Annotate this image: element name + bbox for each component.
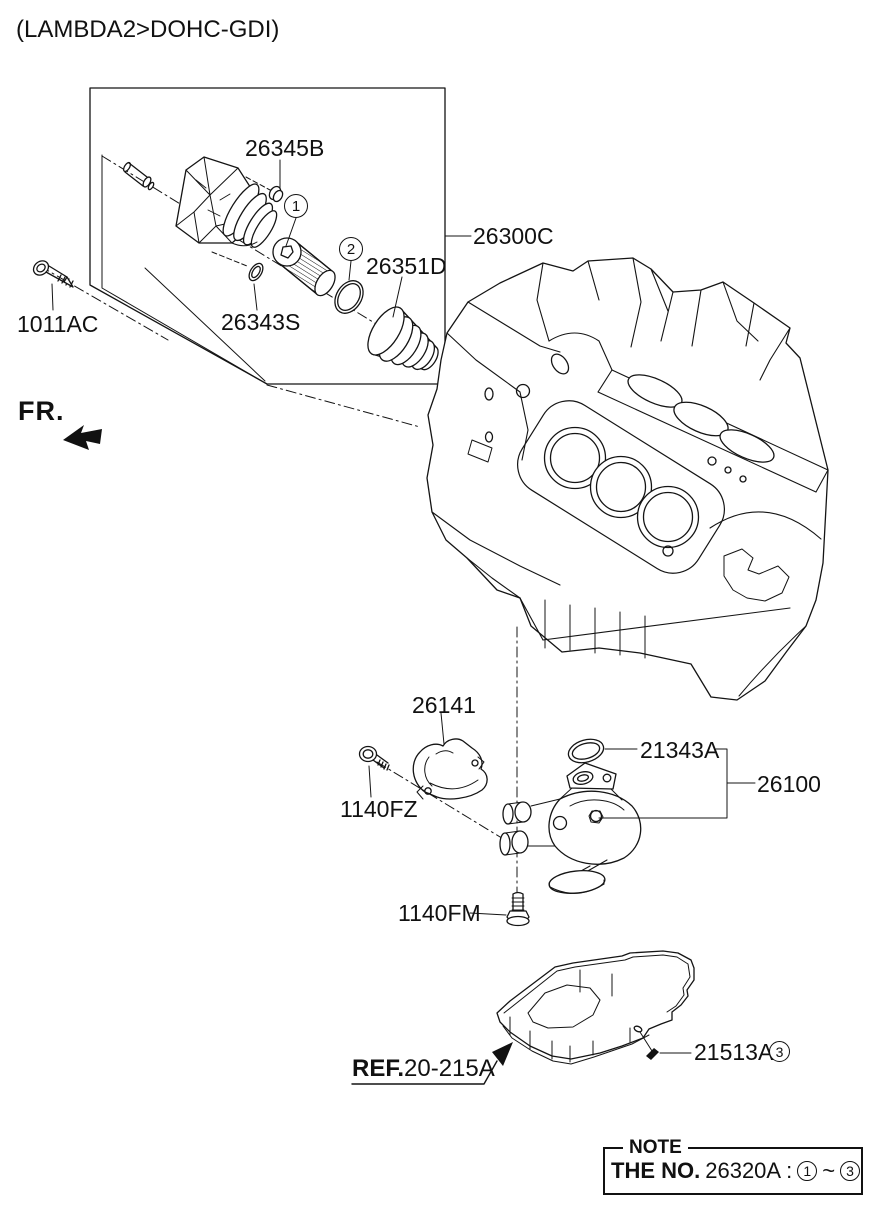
part-label-26141[interactable]: 26141	[412, 692, 476, 718]
note-callout-first: 1	[797, 1161, 818, 1181]
part-label-26300C[interactable]: 26300C	[473, 223, 554, 249]
callout-1-text: 1	[291, 197, 301, 215]
note-part-number[interactable]: 26320A	[705, 1158, 782, 1183]
ref-arrow	[351, 1042, 513, 1085]
note-body: THE NO. 26320A : 1 ~ 3	[611, 1158, 861, 1184]
callout-3-text: 3	[775, 1043, 784, 1060]
part-label-26351D[interactable]: 26351D	[366, 253, 447, 279]
ref-label-bold: REF.	[352, 1055, 405, 1082]
part-label-21513A[interactable]: 21513A	[694, 1039, 774, 1065]
cover-26141-drawing	[412, 738, 488, 800]
oil-pump-26100-drawing	[499, 738, 642, 894]
note-tilde: ~	[822, 1158, 836, 1183]
part-label-26100[interactable]: 26100	[757, 771, 821, 797]
callout-number-2[interactable]: 2	[339, 237, 363, 261]
part-label-1140FZ[interactable]: 1140FZ	[340, 796, 418, 822]
stud-pin-drawing	[122, 161, 155, 191]
filter-housing-drawing	[175, 156, 278, 248]
leader-lines-middle	[368, 712, 756, 916]
note-colon: :	[786, 1158, 793, 1183]
part-label-26345B[interactable]: 26345B	[245, 135, 325, 161]
ref-label-rest: 20-215A	[404, 1055, 495, 1082]
part-label-26343S[interactable]: 26343S	[221, 309, 301, 335]
snap-ring-26343S-drawing	[248, 262, 264, 282]
bolt-1140FM-drawing	[506, 891, 530, 927]
o-ring-drawing	[334, 280, 364, 314]
fr-direction-label: FR.	[18, 396, 65, 426]
note-box: NOTE THE NO. 26320A : 1 ~ 3	[603, 1137, 863, 1195]
filter-cap-26351D-drawing	[367, 306, 439, 371]
nut-26345B-drawing	[268, 185, 284, 203]
ref-label[interactable]: REF.20-215A	[352, 1056, 495, 1081]
note-prefix: THE NO.	[611, 1158, 701, 1183]
callout-number-1[interactable]: 1	[284, 194, 308, 218]
bolt-1140FZ-drawing	[358, 745, 506, 841]
part-label-1140FM[interactable]: 1140FM	[398, 900, 481, 926]
oil-pan-drawing	[496, 950, 695, 1065]
engine-block-drawing	[426, 257, 829, 701]
bolt-1011AC-drawing	[32, 260, 169, 341]
note-callout-last: 3	[840, 1161, 861, 1181]
filter-element-drawing	[272, 237, 336, 297]
drain-plug-21513A-drawing	[639, 1031, 692, 1060]
callout-number-3[interactable]: 3	[769, 1041, 790, 1062]
fr-arrow-icon	[63, 425, 102, 450]
diagram-title: (LAMBDA2>DOHC-GDI)	[16, 16, 280, 43]
part-label-1011AC[interactable]: 1011AC	[17, 311, 99, 337]
callout-2-text: 2	[346, 240, 356, 258]
note-heading: NOTE	[623, 1137, 688, 1159]
leader-lines-top	[51, 159, 472, 318]
part-label-21343A[interactable]: 21343A	[640, 737, 720, 763]
